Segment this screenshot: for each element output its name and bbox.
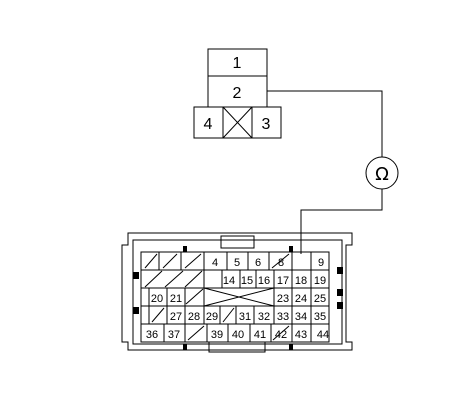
pin-label-25: 25 xyxy=(314,293,326,305)
pin-label-23: 23 xyxy=(277,293,289,305)
lower-connector: 4 5 6 8 9 14 15 16 17 18 19 20 21 23 24 25 27 28 29 31 32 33 3… xyxy=(121,232,353,353)
pin-label-14: 14 xyxy=(223,275,235,287)
pin-label-35: 35 xyxy=(314,311,326,323)
pin-label-29: 29 xyxy=(206,311,218,323)
pin-label-40: 40 xyxy=(232,329,244,341)
pin-label-9: 9 xyxy=(318,257,324,269)
pin-label-33: 33 xyxy=(277,311,289,323)
pin-labels: 4 5 6 8 9 14 15 16 17 18 19 20 21 23 24 25 27 28 29 31 32 33 3… xyxy=(146,257,329,341)
row-1 xyxy=(141,252,329,271)
row-2 xyxy=(141,270,329,289)
row-3 xyxy=(141,287,329,307)
latch-tab xyxy=(220,235,255,249)
pin-label-27: 27 xyxy=(170,311,182,323)
wire: Ω xyxy=(267,90,399,254)
pin-label-20: 20 xyxy=(151,293,163,305)
pin-label-44: 44 xyxy=(317,329,329,341)
pin-label-24: 24 xyxy=(295,293,307,305)
row-5 xyxy=(163,324,312,342)
pin-label-17: 17 xyxy=(277,275,289,287)
pin-label-37: 37 xyxy=(168,329,180,341)
upper-connector-bottom-row xyxy=(193,106,282,139)
housing-outline xyxy=(121,232,353,351)
pin-label-8: 8 xyxy=(278,257,284,269)
pin-label-31: 31 xyxy=(239,311,251,323)
wire-upper-segment xyxy=(267,90,383,157)
upper-pin-1-label: 1 xyxy=(233,55,242,72)
wire-lower-segment xyxy=(300,189,383,254)
pin-label-43: 43 xyxy=(295,329,307,341)
pin-label-34: 34 xyxy=(295,311,307,323)
pin-label-39: 39 xyxy=(211,329,223,341)
pin-label-32: 32 xyxy=(258,311,270,323)
upper-pin-3-label: 3 xyxy=(262,116,271,133)
pin-label-41: 41 xyxy=(254,329,266,341)
ohm-symbol: Ω xyxy=(375,164,389,185)
pin-label-16: 16 xyxy=(258,275,270,287)
pin-label-4: 4 xyxy=(212,257,218,269)
pin-label-5: 5 xyxy=(234,257,240,269)
upper-connector: 1 2 4 3 xyxy=(193,48,282,139)
pin-label-15: 15 xyxy=(241,275,253,287)
pin-label-42: 42 xyxy=(275,329,287,341)
pin-label-6: 6 xyxy=(255,257,261,269)
row-4 xyxy=(141,306,329,325)
pin-grid-frame xyxy=(140,251,330,343)
pin-label-28: 28 xyxy=(188,311,200,323)
pin-label-36: 36 xyxy=(146,329,158,341)
upper-pin-2-label: 2 xyxy=(233,85,242,102)
upper-pin-4-label: 4 xyxy=(204,116,213,133)
pin-label-19: 19 xyxy=(314,275,326,287)
pin-label-21: 21 xyxy=(170,293,182,305)
pin-label-18: 18 xyxy=(295,275,307,287)
